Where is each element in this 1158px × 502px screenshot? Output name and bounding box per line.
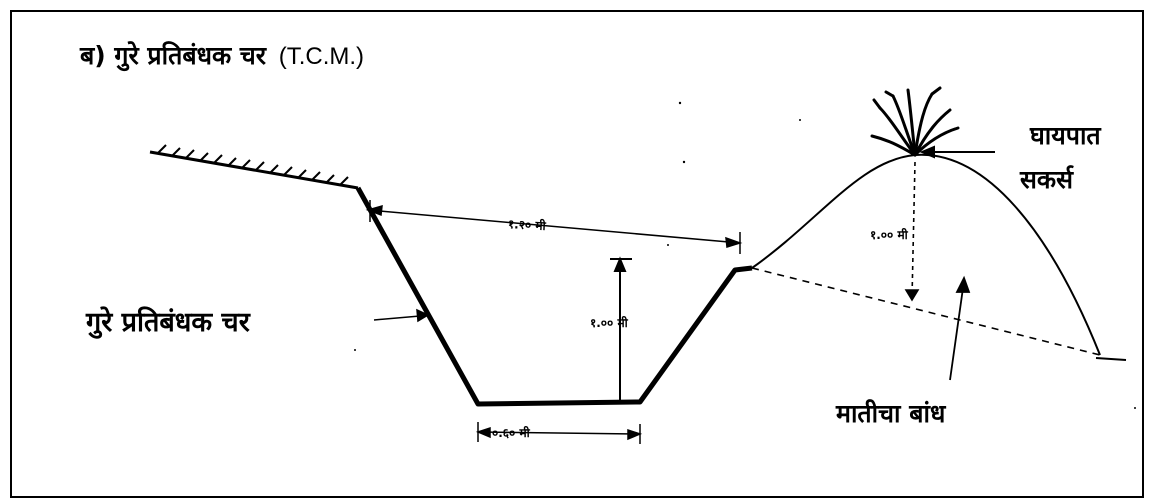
sisal-plant-icon xyxy=(870,86,960,157)
bund-height-value: १.०० मी xyxy=(870,228,908,242)
title-text: ब) गुरे प्रतिबंधक चर xyxy=(80,41,267,70)
trench-profile xyxy=(355,186,753,407)
bund-label: मातीचा बांध xyxy=(836,399,946,428)
plant-label-arrow xyxy=(919,145,995,159)
top-width-dimension xyxy=(365,200,743,254)
plant-label-line1: घायपात xyxy=(1030,121,1101,150)
plant-label-line2: सकर्स xyxy=(1020,165,1074,194)
bund-label-arrow xyxy=(949,275,971,381)
scan-specks xyxy=(354,101,1136,409)
top-width-value: १.२० मी xyxy=(507,217,547,233)
bottom-width-dimension xyxy=(475,422,643,444)
depth-value: १.०० मी xyxy=(590,316,628,330)
bund-base-dashed xyxy=(751,267,1101,356)
ditch-label: गुरे प्रतिबंधक चर xyxy=(86,307,250,338)
ground-hatching xyxy=(149,144,359,190)
bund-height-dimension xyxy=(904,161,920,302)
figure-frame xyxy=(10,10,1144,498)
figure-title: ब) गुरे प्रतिबंधक चर (T.C.M.) xyxy=(80,38,364,72)
bund-toe xyxy=(1095,357,1127,361)
title-abbreviation: (T.C.M.) xyxy=(278,43,365,70)
bottom-width-value: ०.६० मी xyxy=(492,426,530,440)
depth-dimension xyxy=(610,256,632,400)
bund-mound xyxy=(751,153,1101,356)
ditch-label-arrow xyxy=(373,308,430,323)
